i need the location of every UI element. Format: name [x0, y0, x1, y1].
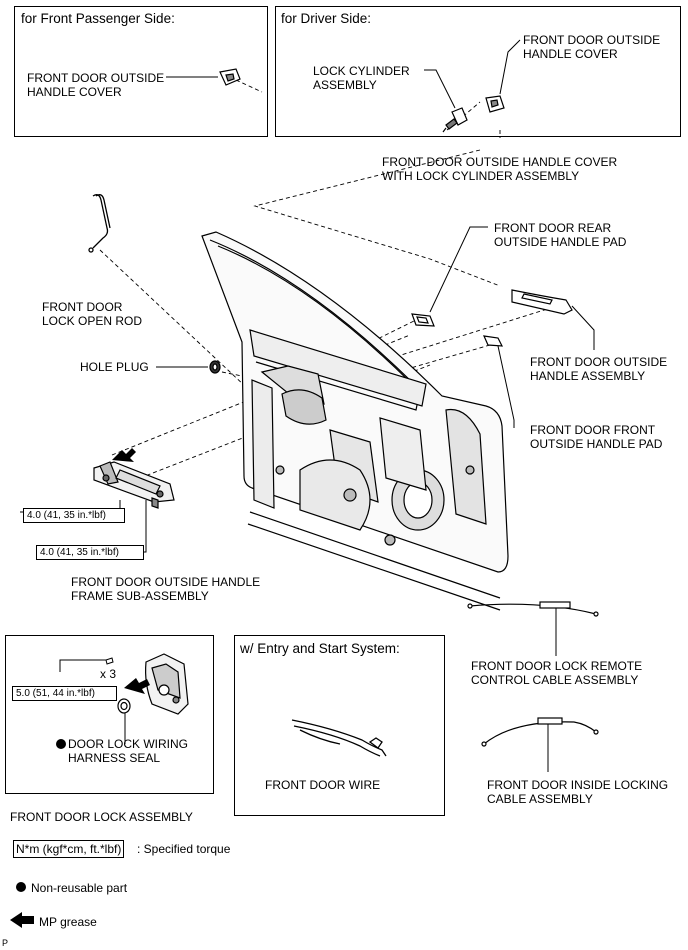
label-front-pad: FRONT DOOR FRONT OUTSIDE HANDLE PAD — [530, 423, 663, 451]
handle-frame-icon — [93, 461, 175, 509]
legend-torque-box: N*m (kgf*cm, ft.*lbf) — [13, 840, 125, 858]
inside-cable-icon — [481, 717, 599, 747]
remote-cable-icon — [467, 601, 599, 617]
entry-system-panel — [234, 635, 445, 816]
passenger-side-panel — [14, 6, 268, 137]
legend-torque-text: : Specified torque — [137, 842, 231, 856]
door-lock-icon — [145, 653, 189, 715]
torque-value-2: 4.0 (41, 35 in.*lbf) — [36, 545, 144, 560]
label-lock-cylinder: LOCK CYLINDER ASSEMBLY — [313, 64, 410, 92]
label-screw-qty: x 3 — [100, 667, 117, 681]
lock-cylinder-icon — [442, 107, 468, 133]
driver-handle-cover-icon — [485, 95, 505, 113]
torque-value-3: 5.0 (51, 44 in.*lbf) — [12, 686, 117, 701]
legend-dot-icon — [16, 882, 26, 892]
front-handle-pad-icon — [483, 335, 504, 347]
legend-grease-text: MP grease — [39, 915, 97, 929]
label-outside-handle: FRONT DOOR OUTSIDE HANDLE ASSEMBLY — [530, 355, 668, 383]
label-handle-frame: FRONT DOOR OUTSIDE HANDLE FRAME SUB-ASSE… — [71, 575, 261, 603]
driver-side-title: for Driver Side: — [281, 11, 372, 26]
driver-side-panel — [275, 6, 681, 137]
label-cover-with-cylinder: FRONT DOOR OUTSIDE HANDLE COVER WITH LOC… — [382, 155, 618, 183]
grease-arrow-icon — [112, 448, 136, 462]
label-door-wire: FRONT DOOR WIRE — [265, 778, 381, 792]
passenger-handle-cover-icon — [219, 68, 241, 86]
door-wire-icon — [291, 719, 387, 757]
label-remote-cable: FRONT DOOR LOCK REMOTE CONTROL CABLE ASS… — [471, 659, 643, 687]
label-lock-assembly: FRONT DOOR LOCK ASSEMBLY — [10, 810, 193, 824]
screw-icon — [105, 657, 114, 665]
label-rear-pad: FRONT DOOR REAR OUTSIDE HANDLE PAD — [494, 221, 627, 249]
legend-arrow-icon — [10, 912, 34, 928]
entry-system-title: w/ Entry and Start System: — [240, 641, 400, 656]
harness-seal-icon — [117, 698, 131, 714]
nonreusable-mark-icon — [56, 739, 66, 749]
lock-assembly-panel — [5, 635, 214, 794]
torque-value-1: 4.0 (41, 35 in.*lbf) — [23, 508, 125, 523]
hole-plug-icon — [209, 360, 221, 374]
label-driver-handle-cover: FRONT DOOR OUTSIDE HANDLE COVER — [523, 33, 661, 61]
label-harness-seal: DOOR LOCK WIRING HARNESS SEAL — [68, 737, 189, 765]
rear-handle-pad-icon — [411, 313, 435, 327]
label-hole-plug: HOLE PLUG — [80, 360, 149, 374]
footer-code: P — [2, 938, 9, 948]
label-inside-cable: FRONT DOOR INSIDE LOCKING CABLE ASSEMBLY — [487, 778, 669, 806]
lock-grease-arrow-icon — [124, 678, 150, 694]
outside-handle-icon — [511, 289, 573, 315]
door-shell-icon — [201, 231, 509, 611]
label-passenger-handle-cover: FRONT DOOR OUTSIDE HANDLE COVER — [27, 71, 165, 99]
legend-nonreusable-text: Non-reusable part — [31, 881, 128, 895]
passenger-side-title: for Front Passenger Side: — [21, 11, 175, 26]
label-lock-open-rod: FRONT DOOR LOCK OPEN ROD — [42, 300, 143, 328]
lock-open-rod-icon — [88, 194, 111, 253]
